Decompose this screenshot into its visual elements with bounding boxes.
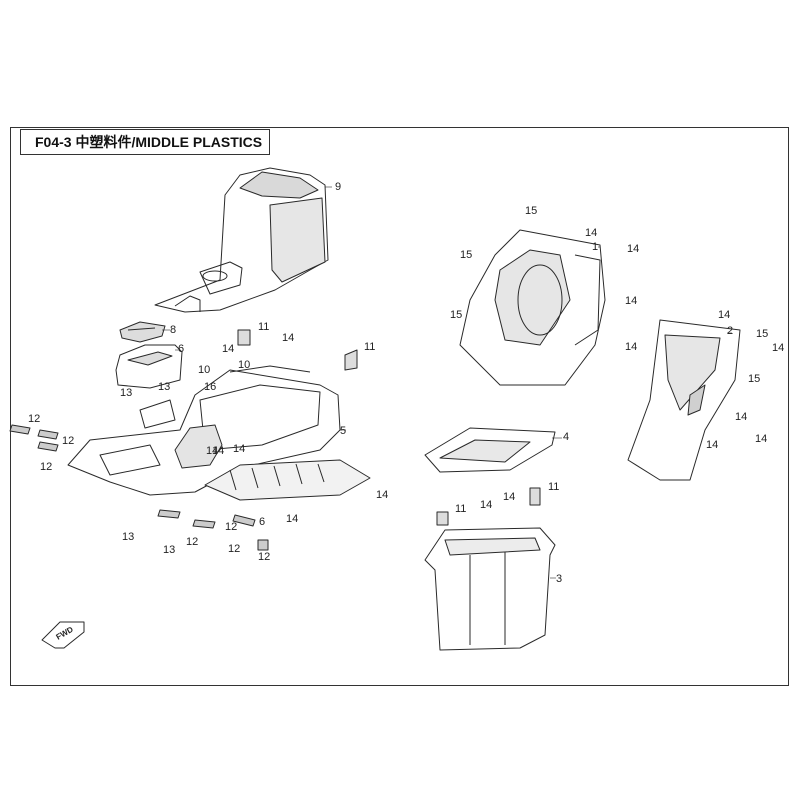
callout-11b: 11	[364, 341, 375, 353]
callout-12e: 12	[225, 521, 237, 533]
diagram-border	[10, 127, 789, 686]
callout-15d: 15	[756, 328, 768, 340]
part-11-brackets	[237, 329, 541, 526]
callout-13c: 13	[122, 531, 134, 543]
callout-15b: 15	[460, 249, 472, 261]
callout-4: 4	[563, 431, 569, 443]
fwd-arrow-icon	[41, 621, 85, 649]
callout-12g: 12	[62, 435, 74, 447]
part-1-side-panel-left	[459, 229, 606, 386]
callout-14a: 14	[222, 343, 234, 355]
callout-14f: 14	[480, 499, 492, 511]
callout-14d: 14	[286, 513, 298, 525]
callout-14q: 14	[233, 443, 245, 455]
callout-2: 2	[727, 325, 733, 337]
callout-9: 9	[335, 181, 341, 193]
callout-15a: 15	[525, 205, 537, 217]
callout-1: 1	[592, 241, 598, 253]
callout-labels: 9 8 6 6 5 4 3 1 2 11 11 11 11 10 10 16 1…	[28, 181, 784, 585]
callout-11a: 11	[258, 321, 269, 333]
part-8-cover-plate	[119, 321, 166, 343]
part-2-side-panel-right	[627, 319, 741, 481]
callout-11d: 11	[548, 481, 559, 493]
callout-12b: 12	[40, 461, 52, 473]
callout-8: 8	[170, 324, 176, 336]
callout-15e: 15	[748, 373, 760, 385]
part-3-storage-bin	[424, 527, 556, 651]
callout-12c: 12	[186, 536, 198, 548]
callout-14m: 14	[772, 342, 784, 354]
callout-14l: 14	[718, 309, 730, 321]
callout-14o: 14	[755, 433, 767, 445]
callout-12f: 12	[258, 551, 270, 563]
callout-14n: 14	[735, 411, 747, 423]
callout-15c: 15	[450, 309, 462, 321]
leader-lines	[162, 186, 732, 579]
callout-14c: 14	[206, 445, 218, 457]
callout-10b: 10	[238, 359, 250, 371]
callout-3: 3	[556, 573, 562, 585]
callout-10a: 10	[198, 364, 210, 376]
callout-13d: 13	[163, 544, 175, 556]
callout-14j: 14	[625, 295, 637, 307]
part-4-tray	[424, 427, 556, 473]
diagram-title: F04-3 中塑料件/MIDDLE PLASTICS	[20, 129, 270, 155]
callout-14p: 14	[706, 439, 718, 451]
callout-14h: 14	[585, 227, 597, 239]
callout-12d: 12	[228, 543, 240, 555]
callout-14e: 14	[376, 489, 388, 501]
part-5-middle-floor	[67, 365, 341, 496]
callout-14k: 14	[625, 341, 637, 353]
callout-6a: 6	[178, 343, 184, 355]
callout-6b: 6	[259, 516, 265, 528]
callout-14i: 14	[627, 243, 639, 255]
part-6-console-lid	[115, 344, 183, 389]
part-12-clips	[9, 424, 269, 551]
callout-12a: 12	[28, 413, 40, 425]
callout-14g: 14	[503, 491, 515, 503]
callout-13b: 13	[120, 387, 132, 399]
callout-14r: 14	[212, 445, 224, 457]
callout-11c: 11	[455, 503, 466, 515]
callout-14b: 14	[282, 332, 294, 344]
part-9-seat-cover	[154, 167, 329, 313]
part-footrest-grille	[204, 459, 371, 501]
callout-13a: 13	[158, 381, 170, 393]
callout-5: 5	[340, 425, 346, 437]
callout-16: 16	[204, 381, 216, 393]
